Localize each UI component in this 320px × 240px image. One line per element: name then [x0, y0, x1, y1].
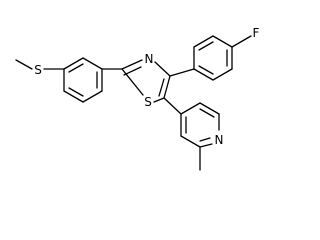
ring-double-bond	[198, 65, 214, 75]
ring-double-bond	[198, 41, 214, 51]
ring-double-bond	[68, 87, 84, 97]
ring-double-bond	[199, 137, 211, 142]
ring-bond	[180, 135, 201, 148]
ring-double-bond	[158, 78, 165, 97]
molecule-structure: S N S F N	[15, 26, 260, 171]
atom-s-thioether: S	[34, 63, 42, 77]
atom-n-thiazole: N	[145, 52, 154, 66]
pyridine-ring	[180, 102, 220, 148]
ring-bond	[121, 59, 143, 70]
ring-bond	[82, 57, 103, 70]
ring-bond	[212, 68, 233, 81]
ring-bond	[180, 102, 201, 115]
ring-bond	[154, 61, 171, 77]
ring-double-bond	[68, 63, 84, 73]
ring-bond	[82, 90, 103, 103]
ring-bond	[199, 102, 220, 115]
ring-bond	[63, 90, 84, 103]
atom-f: F	[253, 26, 260, 40]
atom-s-thiazole: S	[144, 95, 152, 109]
ring-bond	[193, 68, 214, 81]
ring-bond	[193, 35, 214, 48]
atom-n-pyridine: N	[215, 133, 224, 147]
bond-thiazole-fluorophenyl	[169, 68, 195, 77]
ring-bond	[121, 68, 144, 96]
ring-double-bond	[199, 108, 215, 118]
fluorophenyl-ring	[193, 35, 233, 81]
bond-thiazole-pyridine	[163, 97, 182, 115]
methylthio-phenyl-ring	[63, 57, 103, 103]
ring-bond	[63, 57, 84, 70]
bond-c-f	[231, 35, 252, 48]
atom-labels: S N S F N	[34, 26, 259, 147]
ring-bond	[199, 143, 213, 148]
methylthio-group	[15, 59, 65, 70]
bond-methyl-s	[15, 59, 33, 70]
ring-bond	[153, 97, 165, 103]
ring-bond	[212, 35, 233, 48]
ring-bond	[163, 75, 171, 99]
thiazole-ring	[121, 59, 171, 103]
ring-double-bond	[123, 66, 142, 76]
